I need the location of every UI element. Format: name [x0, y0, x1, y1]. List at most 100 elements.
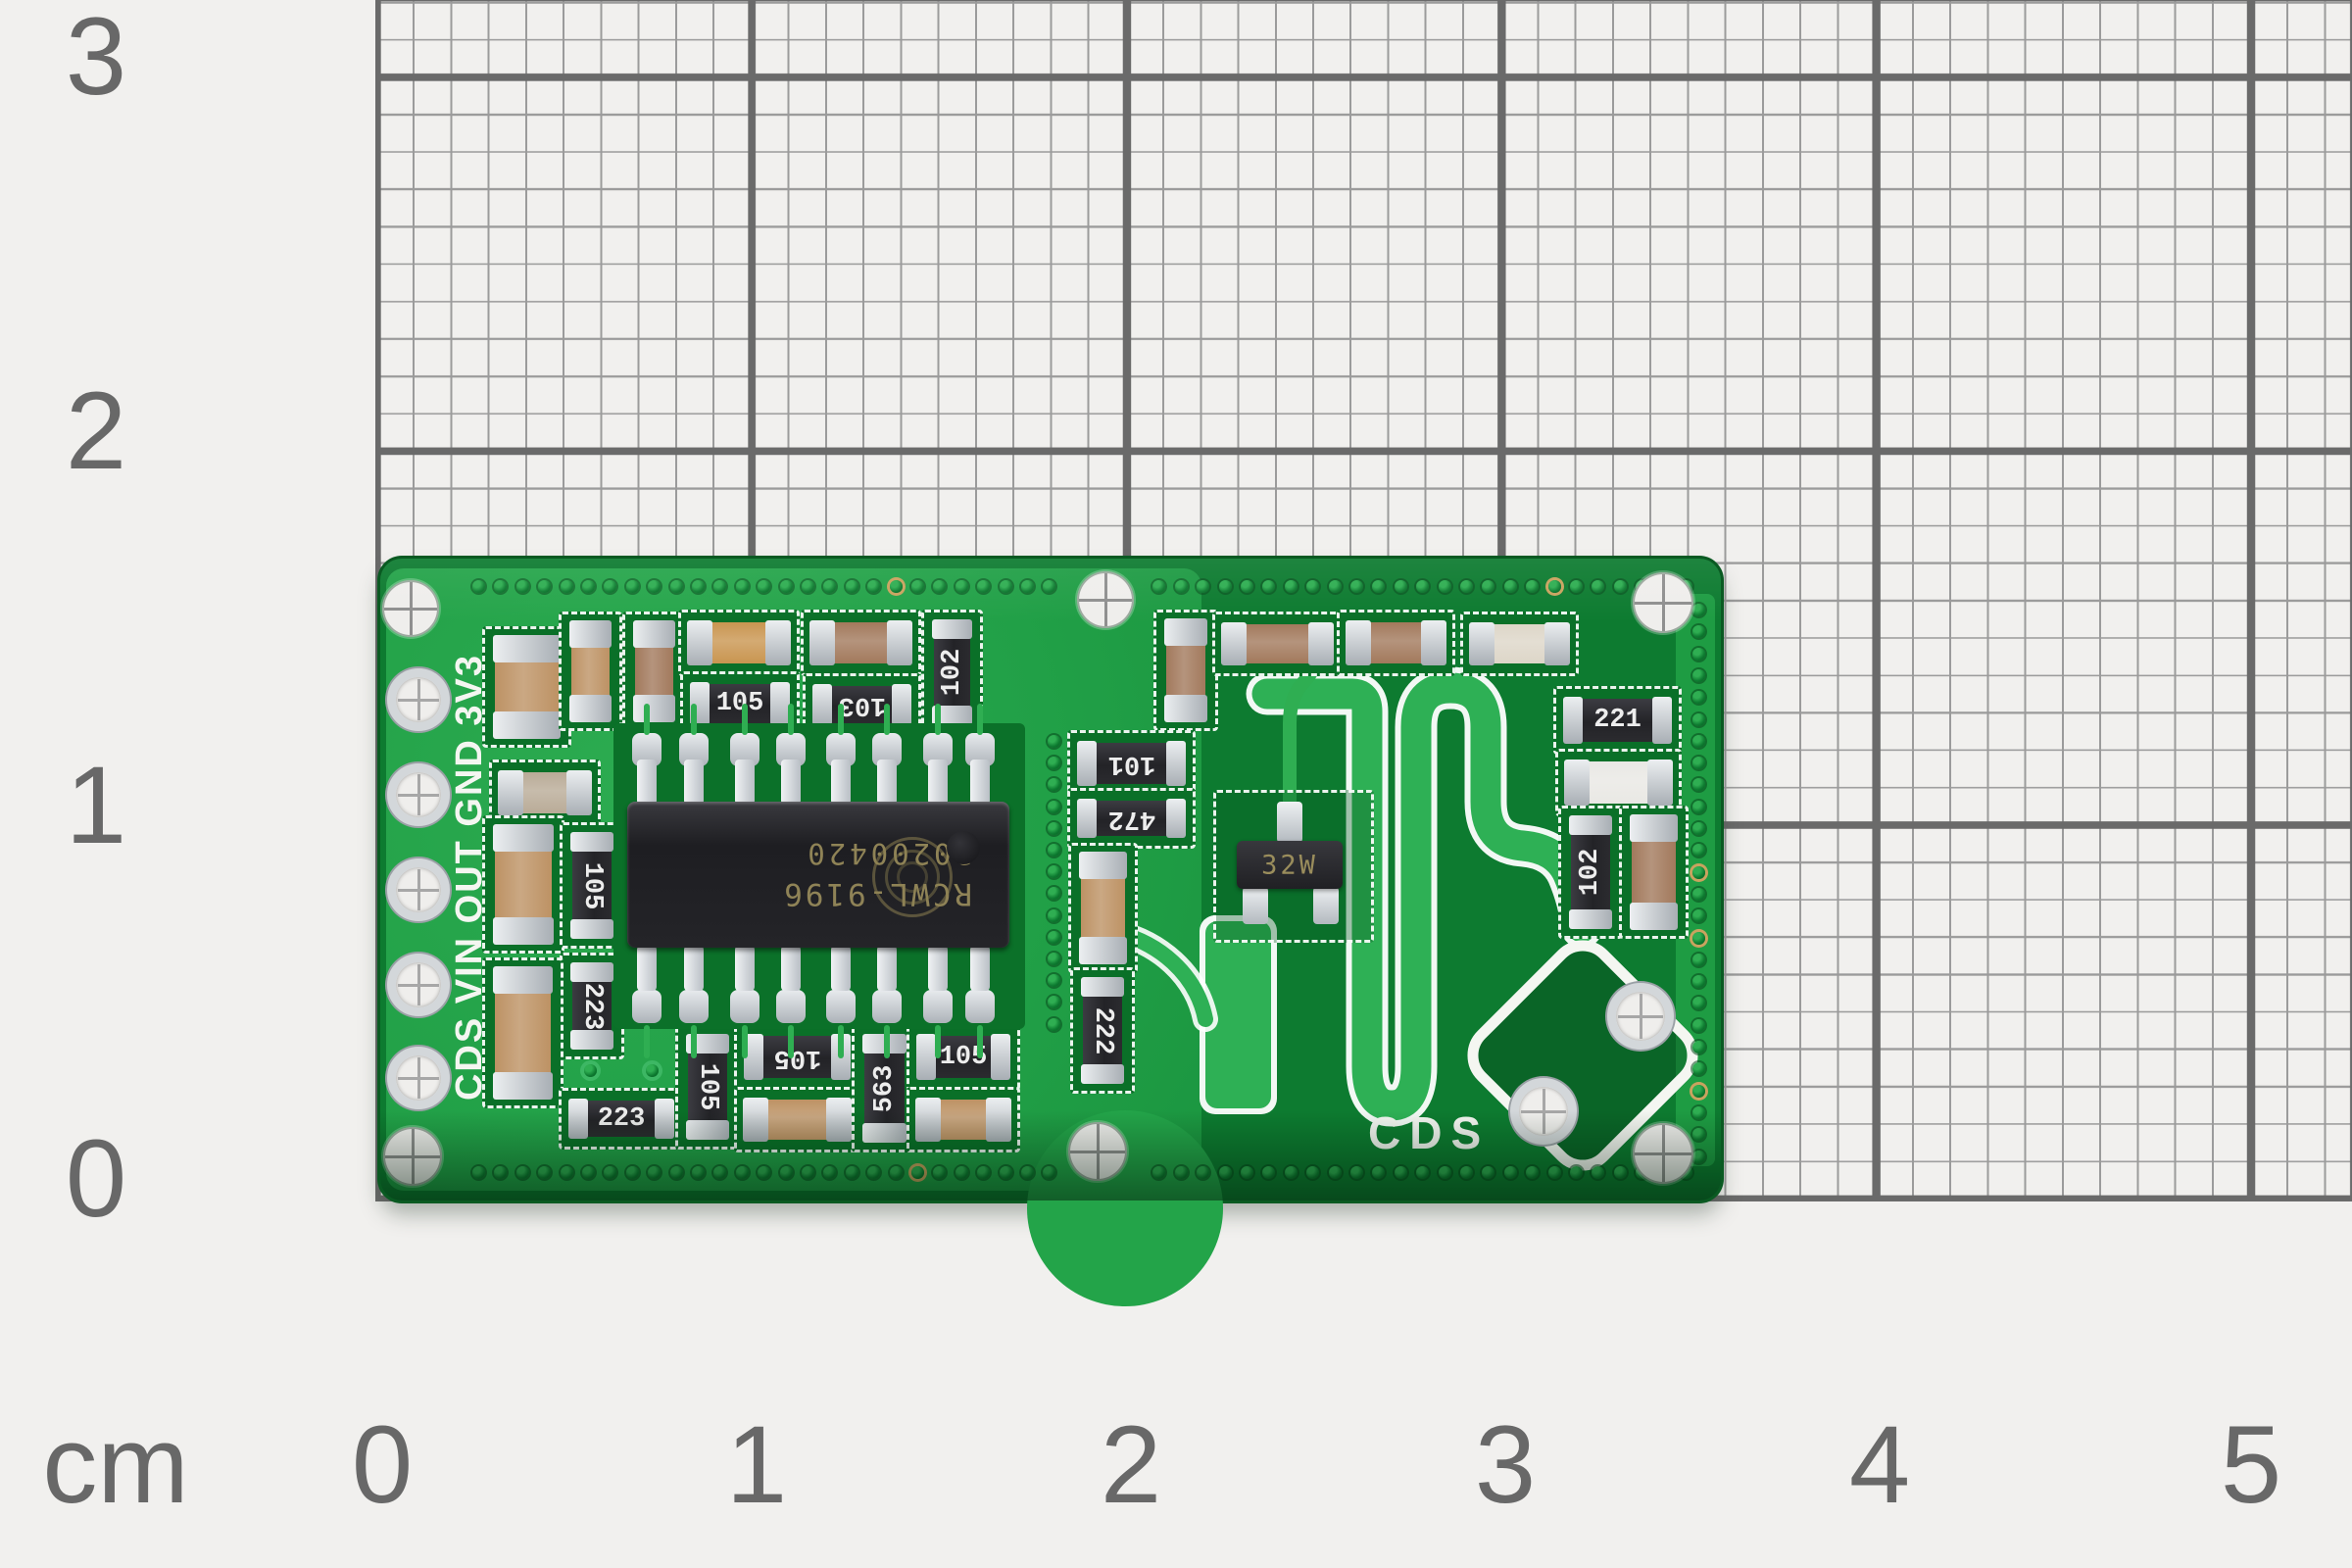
- via-dot: [1503, 1166, 1517, 1179]
- smd-capacitor: [493, 824, 554, 945]
- via-dot: [1692, 800, 1705, 813]
- via-dot: [1197, 580, 1210, 593]
- ruler-left-label-3: 3: [65, 0, 127, 118]
- ic-pin: [735, 946, 755, 991]
- via-dot: [758, 1166, 771, 1179]
- smd-resistor-221: 221: [1563, 697, 1672, 744]
- via-dot: [1503, 580, 1517, 593]
- ruler-left-label-1: 1: [65, 744, 127, 866]
- smd-resistor-472: 472: [1077, 799, 1186, 838]
- ruler-bottom-label-3: 3: [1474, 1403, 1537, 1526]
- transistor-lead-bl: [1243, 887, 1268, 924]
- copper-trace: [644, 1025, 650, 1058]
- via-dot: [1262, 580, 1276, 593]
- smd-capacitor: [493, 966, 553, 1100]
- via-dot: [1570, 580, 1583, 593]
- copper-trace: [788, 704, 794, 735]
- via-dot: [1328, 1166, 1342, 1179]
- via-dot: [911, 1166, 924, 1179]
- via-dot: [515, 580, 529, 593]
- smd-capacitor: [1346, 620, 1446, 665]
- via-dot: [1262, 1166, 1276, 1179]
- via-dot: [1197, 1166, 1210, 1179]
- via-dot: [1048, 1017, 1060, 1031]
- via-dot: [955, 1166, 968, 1179]
- ruler-left-label-2: 2: [65, 369, 127, 492]
- via-dot: [889, 580, 903, 593]
- via-dot: [1692, 953, 1705, 966]
- smd-resistor-102: 102: [1569, 815, 1612, 929]
- via-dot: [779, 580, 793, 593]
- via-dot: [494, 1166, 508, 1179]
- ruler-bottom-label-1: 1: [725, 1403, 788, 1526]
- ic-pin: [831, 946, 851, 991]
- transistor-32w: 32W: [1237, 841, 1343, 889]
- via-dot: [735, 1166, 749, 1179]
- via-dot: [713, 580, 727, 593]
- via-dot: [1692, 1018, 1705, 1032]
- ic-pin: [684, 946, 704, 991]
- via-dot: [1692, 909, 1705, 923]
- via-dot: [1048, 887, 1060, 901]
- smd-capacitor: [743, 1098, 852, 1142]
- via-dot: [1692, 778, 1705, 792]
- via-dot: [1482, 1166, 1495, 1179]
- ruler-bottom-label-4: 4: [1848, 1403, 1911, 1526]
- via-dot: [889, 1166, 903, 1179]
- via-dot: [802, 580, 814, 593]
- via-dot: [1152, 580, 1166, 593]
- header-pin-hole: [387, 668, 450, 731]
- smd-resistor-105: 105: [744, 1034, 851, 1080]
- via-dot: [1692, 997, 1705, 1010]
- via-dot: [911, 580, 924, 593]
- via-dot: [845, 1166, 858, 1179]
- via-dot: [1021, 580, 1034, 593]
- transistor-lead-top: [1277, 802, 1302, 843]
- smd-resistor-223: 223: [570, 962, 613, 1050]
- via-dot: [472, 580, 485, 593]
- ic-solder-pad: [872, 990, 902, 1023]
- pin-header-silkscreen: CDS VIN OUT GND 3V3: [449, 653, 490, 1102]
- via-dot: [625, 1166, 639, 1179]
- via-dot: [1152, 1166, 1166, 1179]
- via-dot: [625, 580, 639, 593]
- via-dot: [1372, 1166, 1386, 1179]
- ic-pin: [637, 946, 657, 991]
- ic-solder-pad: [965, 990, 995, 1023]
- via-dot: [977, 580, 991, 593]
- via-dot: [1048, 821, 1060, 835]
- ic-rcwl9196: RCWL-9196 20200420: [627, 802, 1009, 948]
- via-dot: [1482, 580, 1495, 593]
- via-dot: [494, 580, 508, 593]
- via-dot: [1692, 1062, 1705, 1076]
- via-dot: [560, 1166, 573, 1179]
- smd-capacitor: [809, 620, 912, 665]
- via-dot: [1048, 996, 1060, 1009]
- via-dot: [1048, 735, 1060, 748]
- via-dot: [560, 580, 573, 593]
- via-dot: [1284, 1166, 1298, 1179]
- via-dot: [648, 580, 662, 593]
- ic-pin: [877, 946, 897, 991]
- smd-resistor-105: 105: [916, 1034, 1010, 1080]
- ic-pin1-dimple: [947, 831, 980, 864]
- via-dot: [955, 580, 968, 593]
- smd-capacitor: [687, 620, 791, 665]
- smd-resistor-222: 222: [1081, 977, 1124, 1084]
- copper-trace: [691, 1025, 697, 1058]
- smd-resistor-105: 105: [570, 832, 613, 939]
- ic-pin: [735, 760, 755, 805]
- via-dot: [1048, 974, 1060, 988]
- via-dot: [1692, 1105, 1705, 1119]
- via-dot: [1350, 580, 1363, 593]
- copper-trace: [742, 704, 748, 735]
- via-dot: [1570, 1166, 1583, 1179]
- via-dot: [1460, 1166, 1473, 1179]
- via-dot: [692, 1166, 705, 1179]
- via-dot: [1460, 580, 1473, 593]
- via-dot: [1218, 580, 1232, 593]
- via-dot: [933, 580, 947, 593]
- via-dot: [1692, 625, 1705, 639]
- ruler-bottom-label-0: 0: [351, 1403, 414, 1526]
- via-dot: [1692, 1150, 1705, 1163]
